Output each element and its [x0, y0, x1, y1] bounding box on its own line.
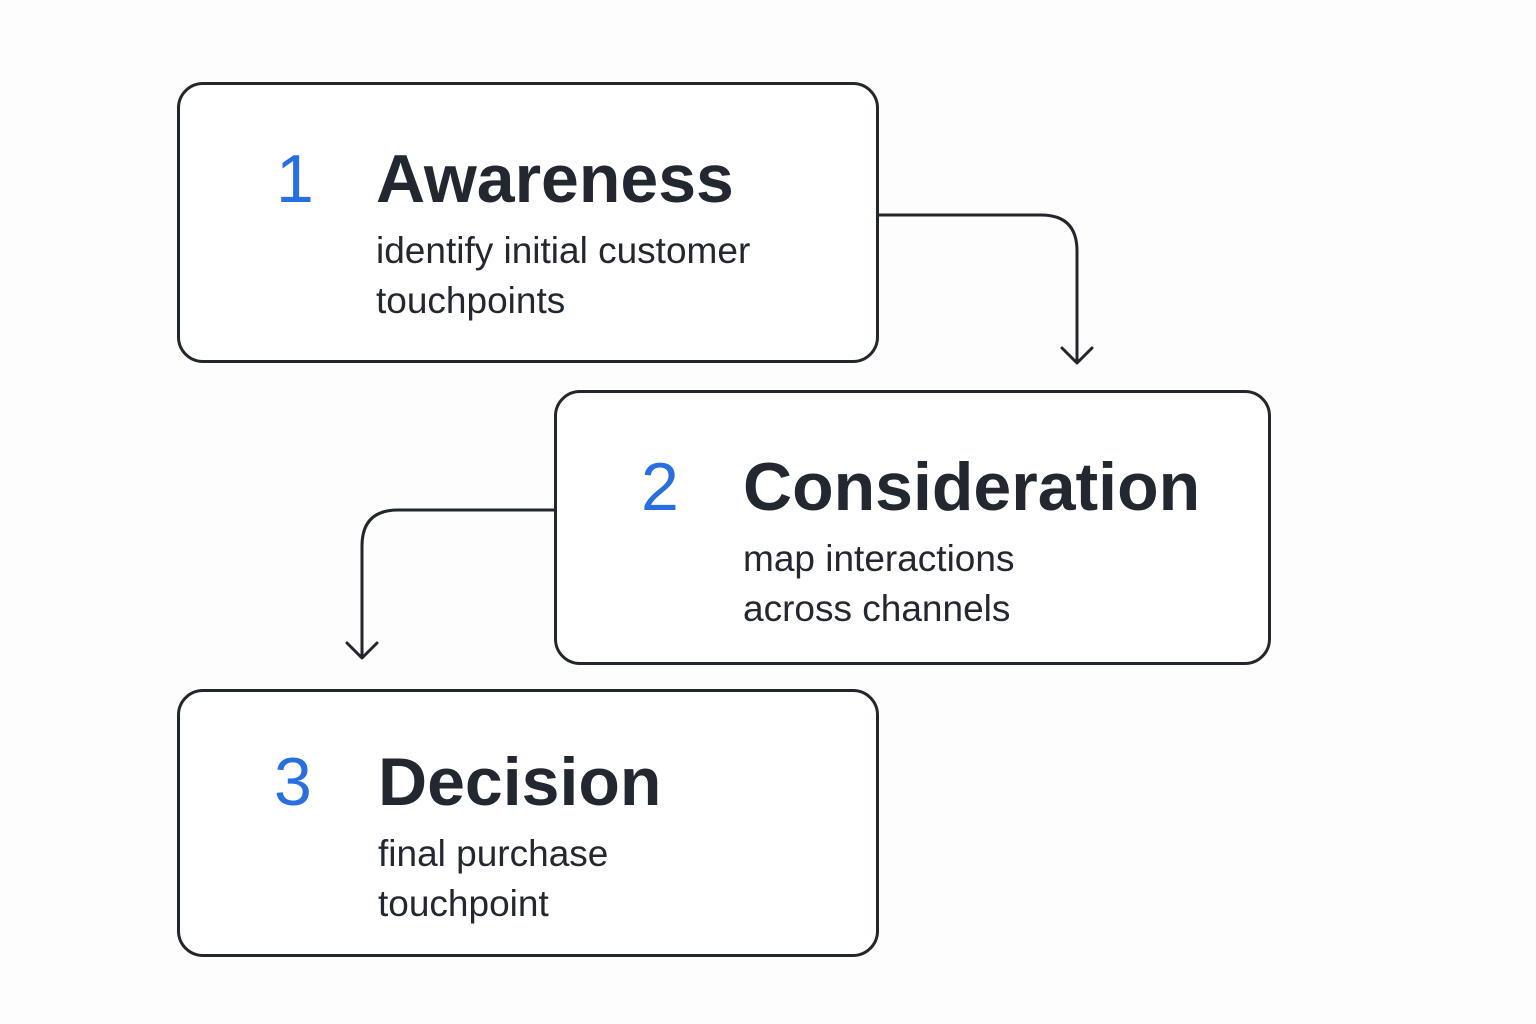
stage-description-line: across channels [743, 588, 1011, 629]
stage-title: Decision [378, 744, 662, 820]
arrow-down-icon [345, 641, 379, 660]
stage-number: 3 [274, 744, 312, 820]
stage-description: identify initial customer touchpoints [376, 226, 750, 326]
stage-title: Consideration [743, 449, 1201, 525]
connector-awareness-to-consideration [877, 213, 1079, 364]
stage-description: map interactions across channels [743, 534, 1014, 634]
arrow-down-icon [1060, 346, 1094, 365]
stage-description-line: final purchase [378, 833, 609, 874]
stage-number: 1 [276, 141, 314, 217]
stage-description-line: touchpoints [376, 280, 566, 321]
stage-description-line: touchpoint [378, 883, 549, 924]
stage-card-consideration: 2 Consideration map interactions across … [554, 390, 1271, 665]
stage-card-awareness: 1 Awareness identify initial customer to… [177, 82, 879, 363]
connector-consideration-to-decision [360, 508, 556, 659]
stage-title: Awareness [376, 141, 734, 217]
stage-description-line: identify initial customer [376, 230, 751, 271]
stage-description: final purchase touchpoint [378, 829, 608, 929]
stage-card-decision: 3 Decision final purchase touchpoint [177, 689, 879, 957]
stage-description-line: map interactions [743, 538, 1015, 579]
stage-number: 2 [641, 449, 679, 525]
